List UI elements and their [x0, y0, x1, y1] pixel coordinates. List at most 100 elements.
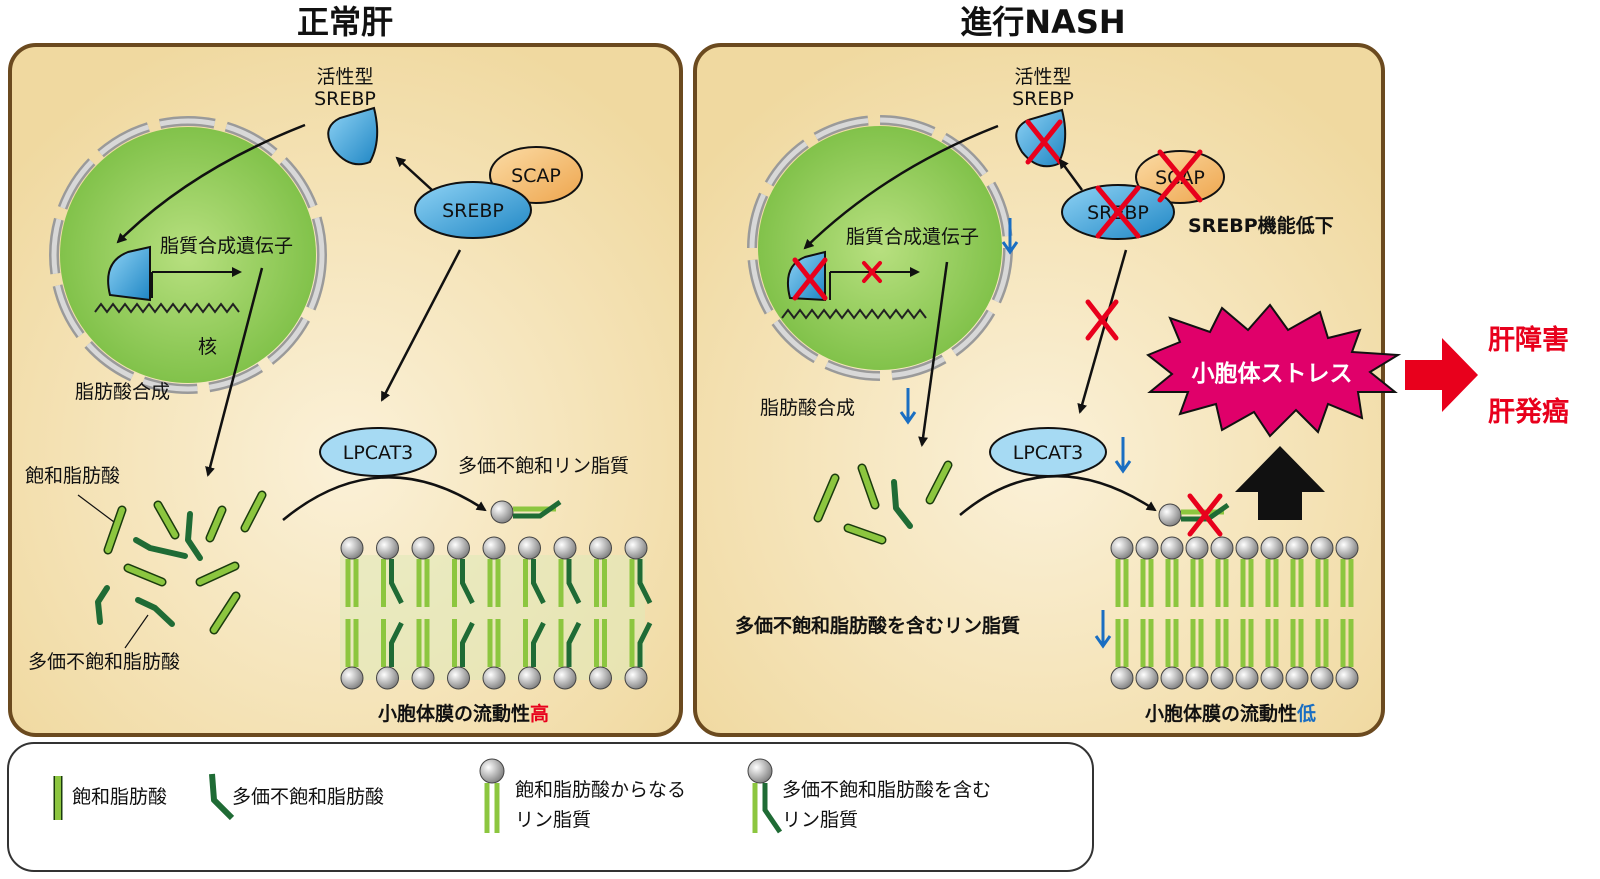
- lipid-synthesis-gene-label-right: 脂質合成遺伝子: [846, 226, 979, 248]
- nucleus-left: [49, 116, 327, 394]
- pufa-tail: [389, 621, 404, 667]
- cross-icon-srebp-lpcat3: [1085, 299, 1119, 341]
- phospholipid-head: [1235, 666, 1259, 690]
- cross-icon-srebp-nucleus: [792, 257, 828, 301]
- er-membrane-left: [340, 536, 653, 690]
- dna-strand-right: [781, 308, 927, 320]
- down-arrow-icon-pufa-pl: [1094, 610, 1112, 649]
- legend-pufa-phospholipid-label-1: 多価不飽和脂肪酸を含む: [782, 779, 991, 801]
- fatty-acid-pool-left: [95, 490, 267, 635]
- pufa-tail: [566, 559, 582, 605]
- phospholipid-head: [482, 536, 506, 560]
- sfa-label-left: 飽和脂肪酸: [25, 465, 120, 487]
- phospholipid-head: [624, 666, 648, 690]
- down-arrow-icon-fa: [899, 388, 917, 425]
- pufa-tail: [460, 621, 475, 667]
- pufa-pointer: [124, 614, 149, 649]
- phospholipid-head: [1335, 666, 1359, 690]
- pufa-tail: [531, 621, 546, 667]
- srebp-dysfunction-label: SREBP機能低下: [1188, 214, 1334, 237]
- phospholipid-head: [1260, 666, 1284, 690]
- cross-icon-scap: [1157, 149, 1203, 203]
- dna-strand-left: [94, 302, 240, 314]
- legend-pufa-phospholipid-icon: [747, 758, 783, 834]
- legend-sfa-phospholipid-label-2: リン脂質: [515, 809, 591, 831]
- arrow-active-srebp-to-nucleus-left: [116, 123, 306, 244]
- pufa-tail: [637, 621, 653, 667]
- active-srebp-label-right-2: SREBP: [1012, 88, 1074, 110]
- legend-pufa-phospholipid-label-2: リン脂質: [782, 809, 858, 831]
- fa-synthesis-label-left: 脂肪酸合成: [75, 381, 170, 403]
- fatty-acid-pool-right: [813, 460, 953, 545]
- pufa-tail: [531, 559, 546, 605]
- srebp-left: [414, 181, 532, 239]
- down-arrow-icon-lpcat3: [1114, 437, 1132, 474]
- lpcat3-right: [989, 427, 1107, 477]
- phospholipid-head: [589, 666, 612, 690]
- phospholipid-head: [1310, 536, 1334, 560]
- er-stress-label: 小胞体ストレス: [1192, 360, 1353, 387]
- cross-icon-srebp: [1095, 185, 1141, 239]
- phospholipid-head: [589, 536, 612, 560]
- active-srebp-label-left-2: SREBP: [314, 88, 376, 110]
- nucleus-right: [747, 115, 1013, 381]
- arrow-fa-to-membrane-left: [282, 476, 487, 521]
- legend-pufa-icon: [209, 773, 235, 821]
- phospholipid-head: [411, 666, 435, 690]
- phospholipid-head: [624, 536, 648, 560]
- er-stress-burst: [1146, 303, 1402, 438]
- phospholipid-head: [1285, 536, 1309, 560]
- pufa-phospholipid-down-label: 多価不飽和脂肪酸を含むリン脂質: [735, 614, 1020, 637]
- pufa-label-left: 多価不飽和脂肪酸: [28, 651, 180, 673]
- nucleus-label: 核: [198, 336, 217, 358]
- srebp-label-left: SREBP: [442, 200, 504, 222]
- arrow-srebp-to-active-right: [1058, 158, 1084, 191]
- phospholipid-head: [553, 536, 577, 560]
- arrow-gene-to-fa-right: [918, 261, 949, 447]
- phospholipid-head: [1185, 536, 1209, 560]
- arrow-gene-to-fa-left: [205, 267, 264, 477]
- phospholipid-head: [1135, 536, 1159, 560]
- liver-injury-label: 肝障害: [1488, 324, 1569, 356]
- phospholipid-head: [1160, 666, 1184, 690]
- lpcat3-left: [319, 427, 437, 477]
- pufa-phospholipid-label: 多価不飽和リン脂質: [458, 455, 629, 477]
- cross-icon-active-srebp: [1025, 119, 1063, 165]
- arrow-active-srebp-to-nucleus-right: [803, 124, 999, 250]
- lipid-synthesis-gene-label-left: 脂質合成遺伝子: [160, 235, 293, 257]
- active-srebp-label-right-1: 活性型: [1014, 66, 1071, 88]
- phospholipid-head: [1185, 666, 1209, 690]
- lpcat3-label-left: LPCAT3: [343, 442, 414, 464]
- legend-sfa-label: 飽和脂肪酸: [72, 786, 167, 808]
- phospholipid-head: [1335, 536, 1359, 560]
- cross-icon-pufa-phospholipid: [1187, 493, 1223, 537]
- legend-sfa-phospholipid-icon: [479, 758, 505, 833]
- phospholipid-head: [1260, 536, 1284, 560]
- up-arrow-icon-stress: [1235, 446, 1325, 520]
- active-srebp-left: [327, 106, 379, 166]
- phospholipid-head: [376, 666, 399, 690]
- phospholipid-head: [518, 666, 541, 690]
- arrow-srebp-to-lpcat3-left: [380, 249, 462, 402]
- pufa-tail: [637, 559, 653, 605]
- phospholipid-head: [447, 666, 470, 690]
- new-pufa-phospholipid-left: [490, 499, 562, 524]
- phospholipid-head: [553, 666, 577, 690]
- phospholipid-head: [1110, 666, 1134, 690]
- srebp-in-nucleus-left: [107, 245, 151, 302]
- scap-label-left: SCAP: [511, 165, 561, 187]
- arrow-srebp-to-active-left: [395, 156, 433, 191]
- phospholipid-head: [518, 536, 541, 560]
- phospholipid-head: [1110, 536, 1134, 560]
- er-membrane-right: [1110, 536, 1359, 690]
- phospholipid-head: [340, 536, 364, 560]
- phospholipid-head: [1210, 536, 1234, 560]
- normal-liver-title: 正常肝: [297, 3, 393, 41]
- phospholipid-head: [376, 536, 399, 560]
- active-srebp-label-left-1: 活性型: [316, 66, 373, 88]
- phospholipid-head: [482, 666, 506, 690]
- legend-box: [7, 742, 1094, 872]
- phospholipid-head: [1235, 536, 1259, 560]
- phospholipid-head: [411, 536, 435, 560]
- legend-sfa-phospholipid-label-1: 飽和脂肪酸からなる: [515, 779, 686, 801]
